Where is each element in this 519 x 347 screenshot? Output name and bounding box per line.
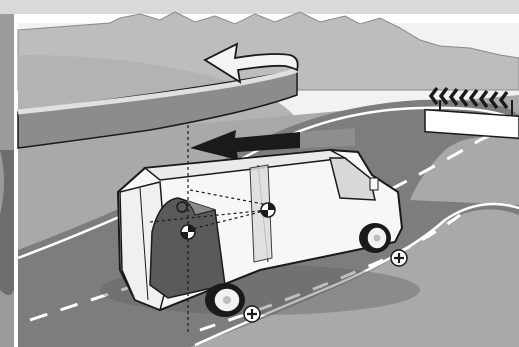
top-adjacent-panel: [0, 0, 519, 14]
plus-icon: [243, 305, 261, 323]
center-of-gravity-icon: [180, 224, 196, 240]
front-wheel: [359, 223, 391, 253]
rear-door-split: [139, 187, 149, 301]
cargo-top: [177, 197, 216, 216]
left-panel-road-fragment: [0, 150, 14, 295]
arrow-left-icon: [190, 128, 355, 160]
side-mirror: [369, 177, 379, 191]
van: [100, 148, 420, 317]
road-lane-dashes: [199, 213, 461, 332]
plus-icon: [390, 249, 408, 267]
rear-wheel: [205, 283, 245, 317]
curved-arrow-icon: [17, 42, 299, 149]
center-of-gravity-icon: [260, 202, 276, 218]
load-lift-ring: [176, 201, 188, 213]
bulkhead: [249, 164, 273, 263]
inner-grass: [410, 136, 519, 205]
chevron-warning-sign-icon: [424, 86, 519, 140]
